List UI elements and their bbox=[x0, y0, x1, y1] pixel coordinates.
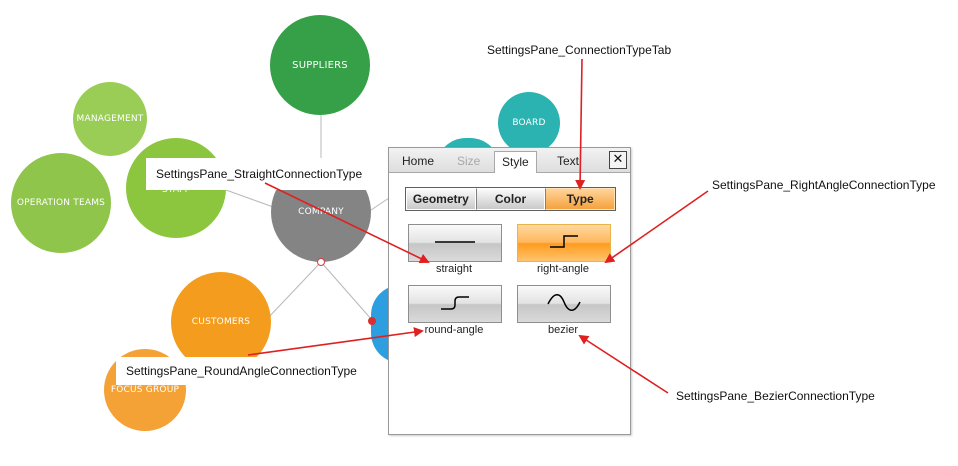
bezier-curve-icon bbox=[547, 294, 581, 311]
tab-size: Size bbox=[457, 154, 481, 168]
right-angle-label: right-angle bbox=[537, 263, 589, 275]
callout-bezier: SettingsPane_BezierConnectionType bbox=[676, 389, 875, 403]
straight-connection-button[interactable] bbox=[408, 224, 502, 262]
settings-tab-bar: Home Size Style Text ✕ bbox=[389, 148, 630, 173]
tab-home[interactable]: Home bbox=[402, 154, 435, 168]
round-angle-label: round-angle bbox=[424, 324, 484, 336]
tab-style[interactable]: Style bbox=[494, 151, 537, 173]
right-angle-connection-button[interactable] bbox=[517, 224, 611, 262]
bezier-connection-button[interactable] bbox=[517, 285, 611, 323]
straight-line-icon bbox=[435, 241, 475, 243]
segment-type[interactable]: Type bbox=[545, 188, 616, 210]
segment-geometry[interactable]: Geometry bbox=[406, 188, 476, 210]
segment-color[interactable]: Color bbox=[475, 188, 546, 210]
bezier-label: bezier bbox=[548, 324, 578, 336]
round-angle-line-icon bbox=[441, 296, 469, 310]
style-segment-bar: Geometry Color Type bbox=[405, 187, 616, 211]
callout-straight: SettingsPane_StraightConnectionType bbox=[146, 158, 372, 190]
tab-text[interactable]: Text bbox=[557, 154, 580, 168]
callout-connection-type-tab: SettingsPane_ConnectionTypeTab bbox=[487, 43, 672, 57]
connection-point[interactable] bbox=[317, 258, 325, 266]
callout-round-angle: SettingsPane_RoundAngleConnectionType bbox=[116, 357, 370, 385]
node-board[interactable]: BOARD bbox=[498, 92, 560, 154]
node-management[interactable]: MANAGEMENT bbox=[73, 82, 147, 156]
close-button[interactable]: ✕ bbox=[609, 151, 627, 169]
node-operation-teams[interactable]: OPERATION TEAMS bbox=[11, 153, 111, 253]
node-suppliers[interactable]: SUPPLIERS bbox=[270, 15, 370, 115]
callout-right-angle: SettingsPane_RightAngleConnectionType bbox=[712, 178, 936, 192]
connection-point-selected[interactable] bbox=[368, 317, 376, 325]
round-angle-connection-button[interactable] bbox=[408, 285, 502, 323]
right-angle-line-icon bbox=[550, 235, 578, 248]
settings-pane: Home Size Style Text ✕ Geometry Color Ty… bbox=[388, 147, 631, 435]
straight-label: straight bbox=[435, 263, 473, 275]
